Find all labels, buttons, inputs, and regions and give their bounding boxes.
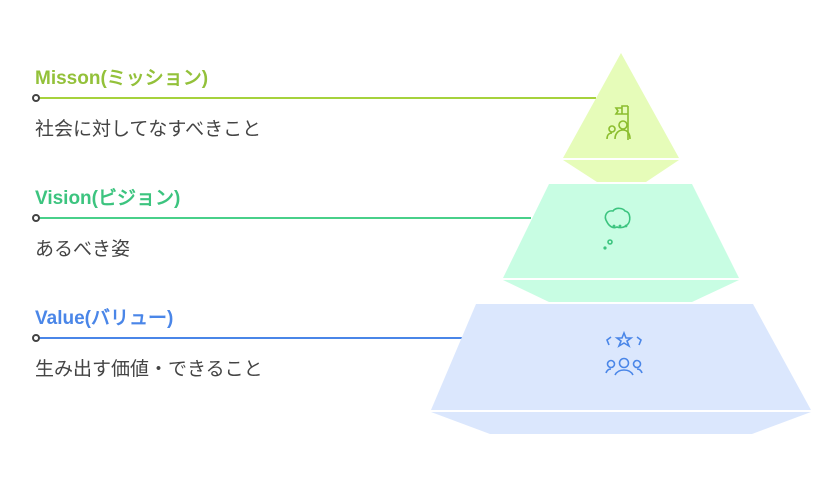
value-title: Value(バリュー) xyxy=(35,308,174,329)
vision-dot xyxy=(32,214,40,222)
value-tier xyxy=(431,304,811,410)
mission-tier xyxy=(563,53,679,158)
team-flag-icon xyxy=(606,105,631,140)
vision-tier xyxy=(503,184,739,278)
value-dot xyxy=(32,334,40,342)
mission-dot xyxy=(32,94,40,102)
value-tier-underside xyxy=(431,412,811,434)
mission-tier-underside xyxy=(563,160,679,182)
mission-title: Misson(ミッション) xyxy=(35,68,209,89)
mission-description: 社会に対してなすべきこと xyxy=(35,118,262,140)
vision-tier-underside xyxy=(503,280,739,302)
thought-bubble-icon xyxy=(603,207,631,250)
vision-title: Vision(ビジョン) xyxy=(35,188,181,209)
stars-people-icon xyxy=(605,330,643,376)
value-description: 生み出す価値・できること xyxy=(35,358,263,380)
vision-description: あるべき姿 xyxy=(35,238,131,260)
